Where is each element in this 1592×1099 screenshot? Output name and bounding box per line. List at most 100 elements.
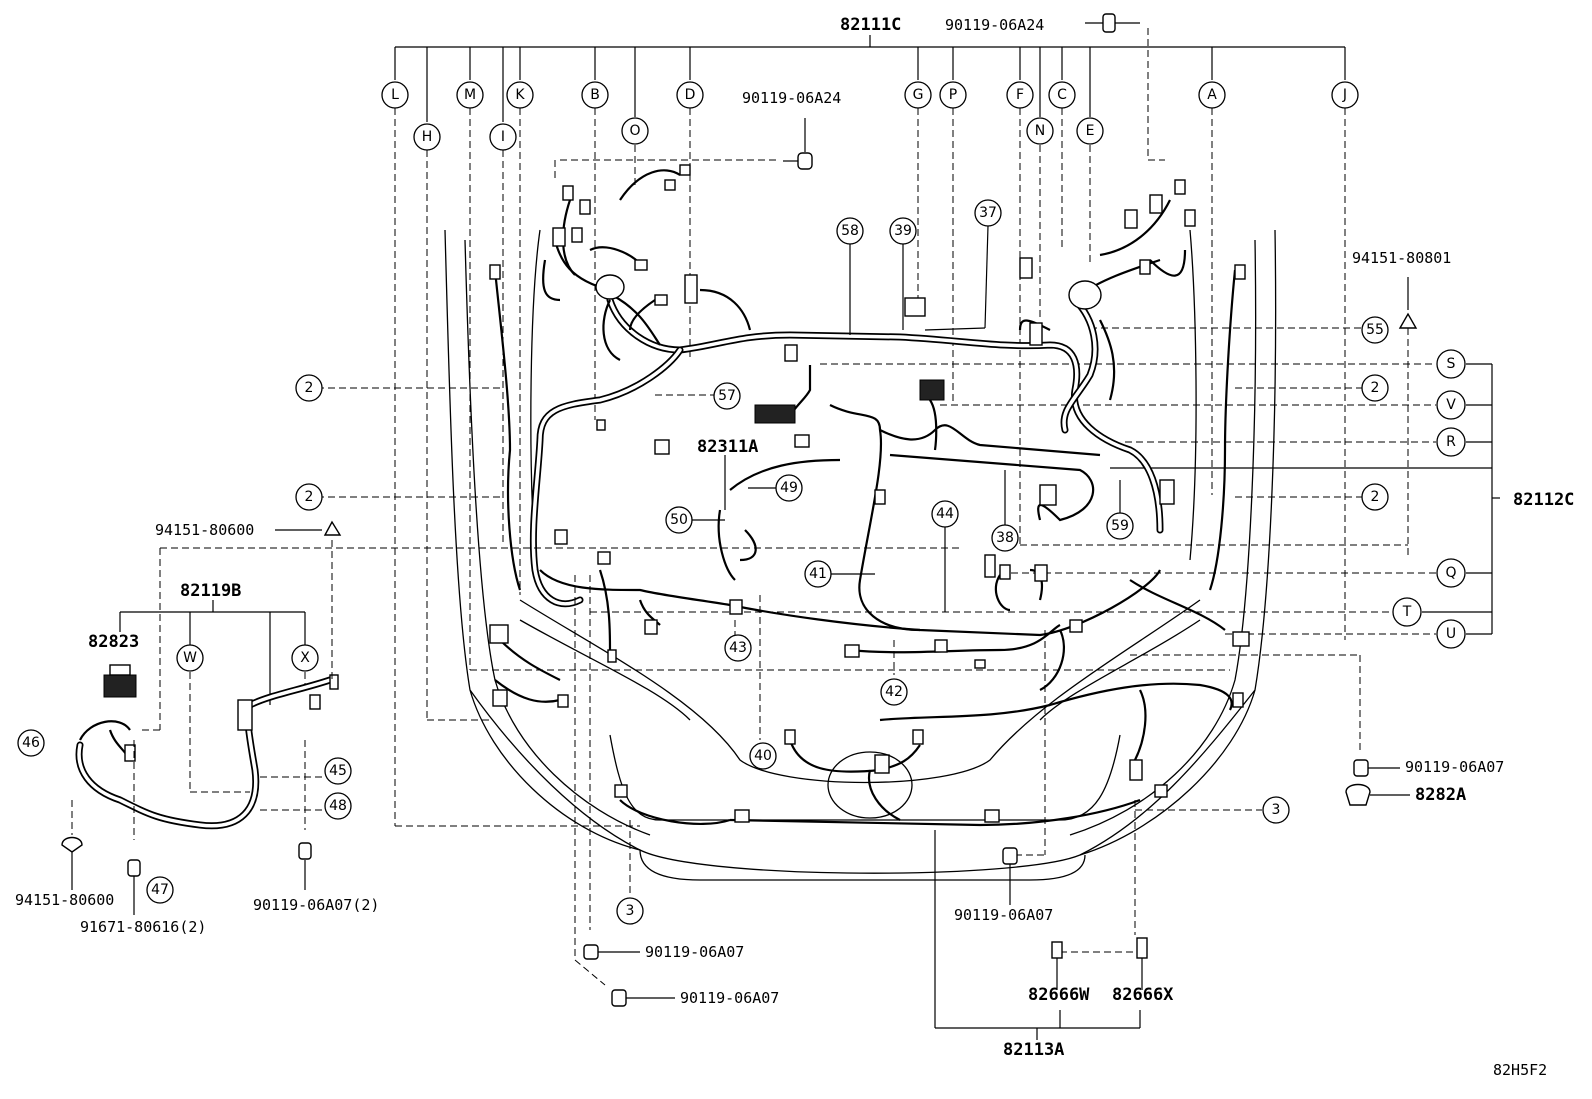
letter-callout-r: R [1436, 427, 1466, 457]
left-subassembly [71, 540, 960, 840]
svg-text:X: X [300, 650, 310, 666]
label-82113a: 82113A [1003, 1040, 1064, 1060]
svg-text:W: W [183, 650, 197, 666]
bolt-top-right-glyph [1085, 13, 1140, 33]
callout-2-right-lower: 2 [1361, 483, 1389, 511]
clamp-left-top-glyph [275, 520, 342, 536]
svg-text:A: A [1207, 87, 1217, 103]
letter-callout-w: W [176, 644, 204, 672]
callout-49: 49 [775, 474, 803, 502]
letter-callout-f: F [1006, 81, 1034, 109]
label-82823: 82823 [88, 632, 139, 652]
callout-46: 46 [17, 729, 45, 757]
svg-text:R: R [1446, 434, 1456, 450]
label-82112c: 82112C [1513, 490, 1574, 510]
svg-text:44: 44 [936, 506, 954, 522]
svg-text:39: 39 [894, 223, 912, 239]
svg-text:43: 43 [729, 640, 747, 656]
svg-text:37: 37 [979, 205, 997, 221]
callout-2-left-lower: 2 [295, 483, 323, 511]
letter-callout-d: D [676, 81, 704, 109]
svg-text:49: 49 [780, 480, 798, 496]
callout-58: 58 [836, 217, 864, 245]
label-bolt-top-center: 90119-06A24 [742, 89, 841, 107]
right-leader-tree [322, 327, 1500, 811]
callout-leaders [692, 225, 1121, 612]
fastener-labels: 90119-06A24 90119-06A24 94151-80801 9415… [15, 16, 1547, 1079]
letter-callout-a: A [1198, 81, 1226, 109]
screw-left-glyph [127, 859, 141, 915]
callout-3-bottom: 3 [616, 897, 644, 925]
callout-50: 50 [665, 506, 693, 534]
svg-text:38: 38 [996, 530, 1014, 546]
clamp-left-bottom-glyph [61, 836, 83, 890]
letter-callout-j: J [1331, 81, 1359, 109]
svg-text:46: 46 [22, 735, 40, 751]
bracket-x-glyph [1136, 937, 1148, 990]
callout-55: 55 [1361, 316, 1389, 344]
letter-callout-c: C [1048, 81, 1076, 109]
label-82666x: 82666X [1112, 985, 1174, 1005]
callout-2-right-upper: 2 [1361, 374, 1389, 402]
label-82311a: 82311A [697, 437, 758, 457]
letter-callout-x: X [291, 644, 319, 672]
svg-text:L: L [391, 87, 399, 103]
svg-text:E: E [1086, 123, 1095, 139]
svg-text:H: H [422, 129, 433, 145]
bolt-top-center-glyph [783, 118, 813, 170]
label-bolt-right: 90119-06A07 [1405, 758, 1504, 776]
svg-text:3: 3 [626, 903, 635, 919]
svg-text:S: S [1447, 356, 1456, 372]
letter-callout-m: M [456, 81, 484, 109]
svg-text:O: O [629, 123, 640, 139]
top-leader-tree [394, 35, 1346, 122]
callout-45: 45 [324, 757, 352, 785]
label-bolt-top-right: 90119-06A24 [945, 16, 1044, 34]
bottom-leaders [574, 575, 1141, 1040]
label-bolt-bottom-2: 90119-06A07 [645, 943, 744, 961]
svg-text:55: 55 [1366, 322, 1384, 338]
label-bolt-bottom-3: 90119-06A07 [680, 989, 779, 1007]
svg-text:T: T [1402, 604, 1412, 620]
svg-text:P: P [949, 87, 957, 103]
bolt-left-glyph [298, 842, 312, 890]
main-harness [493, 169, 1237, 827]
label-82666w: 82666W [1028, 985, 1090, 1005]
letter-callout-g: G [904, 81, 932, 109]
svg-text:B: B [590, 87, 600, 103]
svg-text:57: 57 [718, 388, 736, 404]
label-clamp-left-bottom: 94151-80600 [15, 891, 114, 909]
clip-r-glyph [1345, 783, 1410, 806]
svg-text:U: U [1446, 626, 1456, 642]
clamp-right-glyph [1398, 277, 1418, 329]
bolt-bottom-1-glyph [1002, 847, 1018, 905]
part-labels: 82111C 82112C 82113A 82119B 82311A 82823… [88, 15, 1574, 1060]
svg-text:45: 45 [329, 763, 347, 779]
label-82111c: 82111C [840, 15, 901, 35]
svg-text:40: 40 [754, 748, 772, 764]
svg-text:I: I [501, 129, 505, 145]
left-letter-callouts: W X [176, 644, 319, 672]
callout-40: 40 [749, 742, 777, 770]
letter-callout-k: K [506, 81, 534, 109]
letter-callout-i: I [489, 123, 517, 151]
label-clamp-right: 94151-80801 [1352, 249, 1451, 267]
label-bolt-bottom-1: 90119-06A07 [954, 906, 1053, 924]
svg-text:C: C [1057, 87, 1067, 103]
label-bolt-left: 90119-06A07(2) [253, 896, 379, 914]
svg-text:3: 3 [1272, 802, 1281, 818]
svg-text:47: 47 [151, 882, 169, 898]
callout-41: 41 [804, 560, 832, 588]
callout-47: 47 [146, 876, 174, 904]
callout-43: 43 [724, 634, 752, 662]
letter-callouts: L H M I K B O D G P F N C E A J [381, 81, 1359, 151]
callout-42: 42 [880, 678, 908, 706]
callout-48: 48 [324, 792, 352, 820]
label-clamp-left-top: 94151-80600 [155, 521, 254, 539]
callout-39: 39 [889, 217, 917, 245]
svg-text:Q: Q [1445, 565, 1456, 581]
callout-37: 37 [974, 199, 1002, 227]
svg-text:2: 2 [1371, 489, 1380, 505]
letter-callout-e: E [1076, 117, 1104, 145]
svg-text:N: N [1035, 123, 1045, 139]
